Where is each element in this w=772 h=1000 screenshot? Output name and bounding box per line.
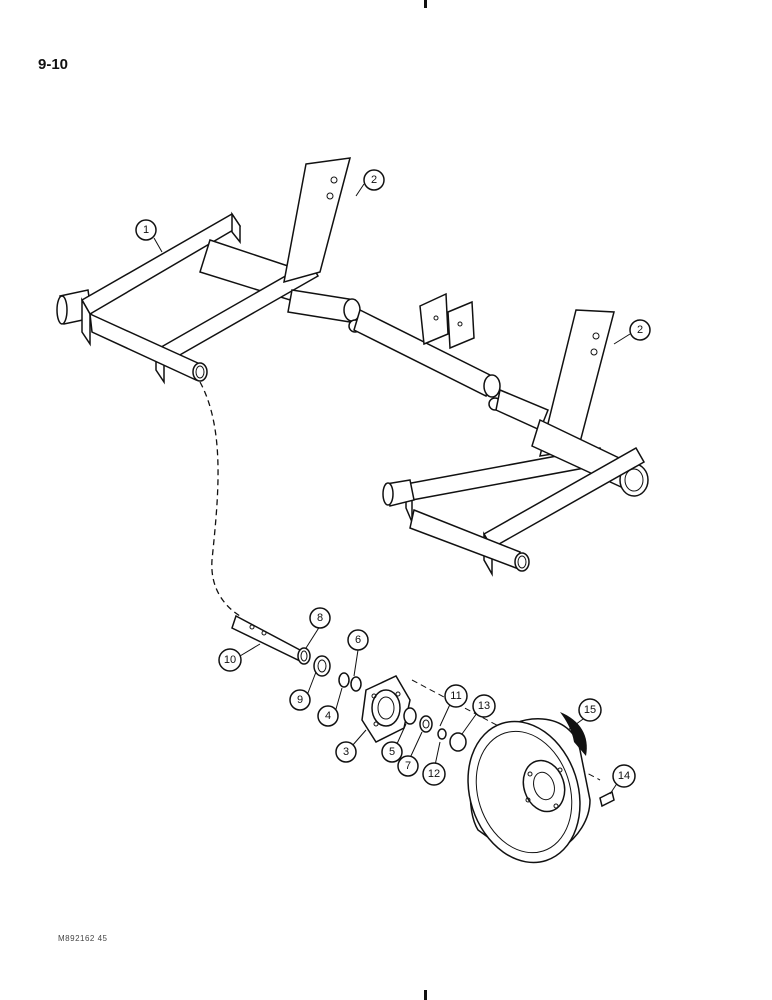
hub-small-parts xyxy=(403,707,467,752)
wheel-bolt-part xyxy=(599,790,615,808)
callout-14: 14 xyxy=(612,764,636,788)
svg-text:5: 5 xyxy=(389,746,395,758)
callout-9: 9 xyxy=(289,689,311,711)
callout-7: 7 xyxy=(397,755,419,777)
callout-15: 15 xyxy=(578,698,602,722)
callout-1: 1 xyxy=(135,219,157,241)
wheel-rim-part xyxy=(467,712,591,864)
bottom-binding-mark xyxy=(424,990,427,1000)
top-binding-mark xyxy=(424,0,427,8)
callout-10: 10 xyxy=(218,648,242,672)
axle-frame-assembly xyxy=(56,157,649,577)
callout-12: 12 xyxy=(422,762,446,786)
callout-4: 4 xyxy=(317,705,339,727)
assembly-path-line xyxy=(199,381,241,617)
seal-part xyxy=(297,647,311,665)
svg-text:11: 11 xyxy=(450,690,461,702)
callout-5: 5 xyxy=(381,741,403,763)
callout-8: 8 xyxy=(309,607,331,629)
svg-text:2: 2 xyxy=(371,174,377,186)
callout-2-left: 2 xyxy=(363,169,385,191)
svg-text:7: 7 xyxy=(405,760,411,772)
callout-3: 3 xyxy=(335,741,357,763)
reference-code: M892162 45 xyxy=(58,934,108,943)
svg-text:2: 2 xyxy=(637,324,643,336)
svg-text:15: 15 xyxy=(584,704,596,716)
bearing-cone-part xyxy=(313,655,331,677)
callout-11: 11 xyxy=(444,684,468,708)
svg-text:1: 1 xyxy=(143,224,149,236)
svg-text:13: 13 xyxy=(478,700,490,712)
svg-text:12: 12 xyxy=(428,768,440,780)
bearing-cup-parts xyxy=(338,672,362,692)
hub-part xyxy=(361,675,411,743)
callout-13: 13 xyxy=(472,694,496,718)
svg-text:14: 14 xyxy=(618,770,630,782)
svg-text:4: 4 xyxy=(325,710,331,722)
svg-text:8: 8 xyxy=(317,612,323,624)
svg-text:9: 9 xyxy=(297,694,303,706)
svg-text:6: 6 xyxy=(355,634,361,646)
callout-2-right: 2 xyxy=(629,319,651,341)
page-number: 9-10 xyxy=(38,56,69,73)
svg-text:10: 10 xyxy=(224,654,236,666)
spindle-part xyxy=(231,614,301,662)
callout-6: 6 xyxy=(347,629,369,651)
svg-text:3: 3 xyxy=(343,746,349,758)
hub-axis-line xyxy=(411,679,601,781)
